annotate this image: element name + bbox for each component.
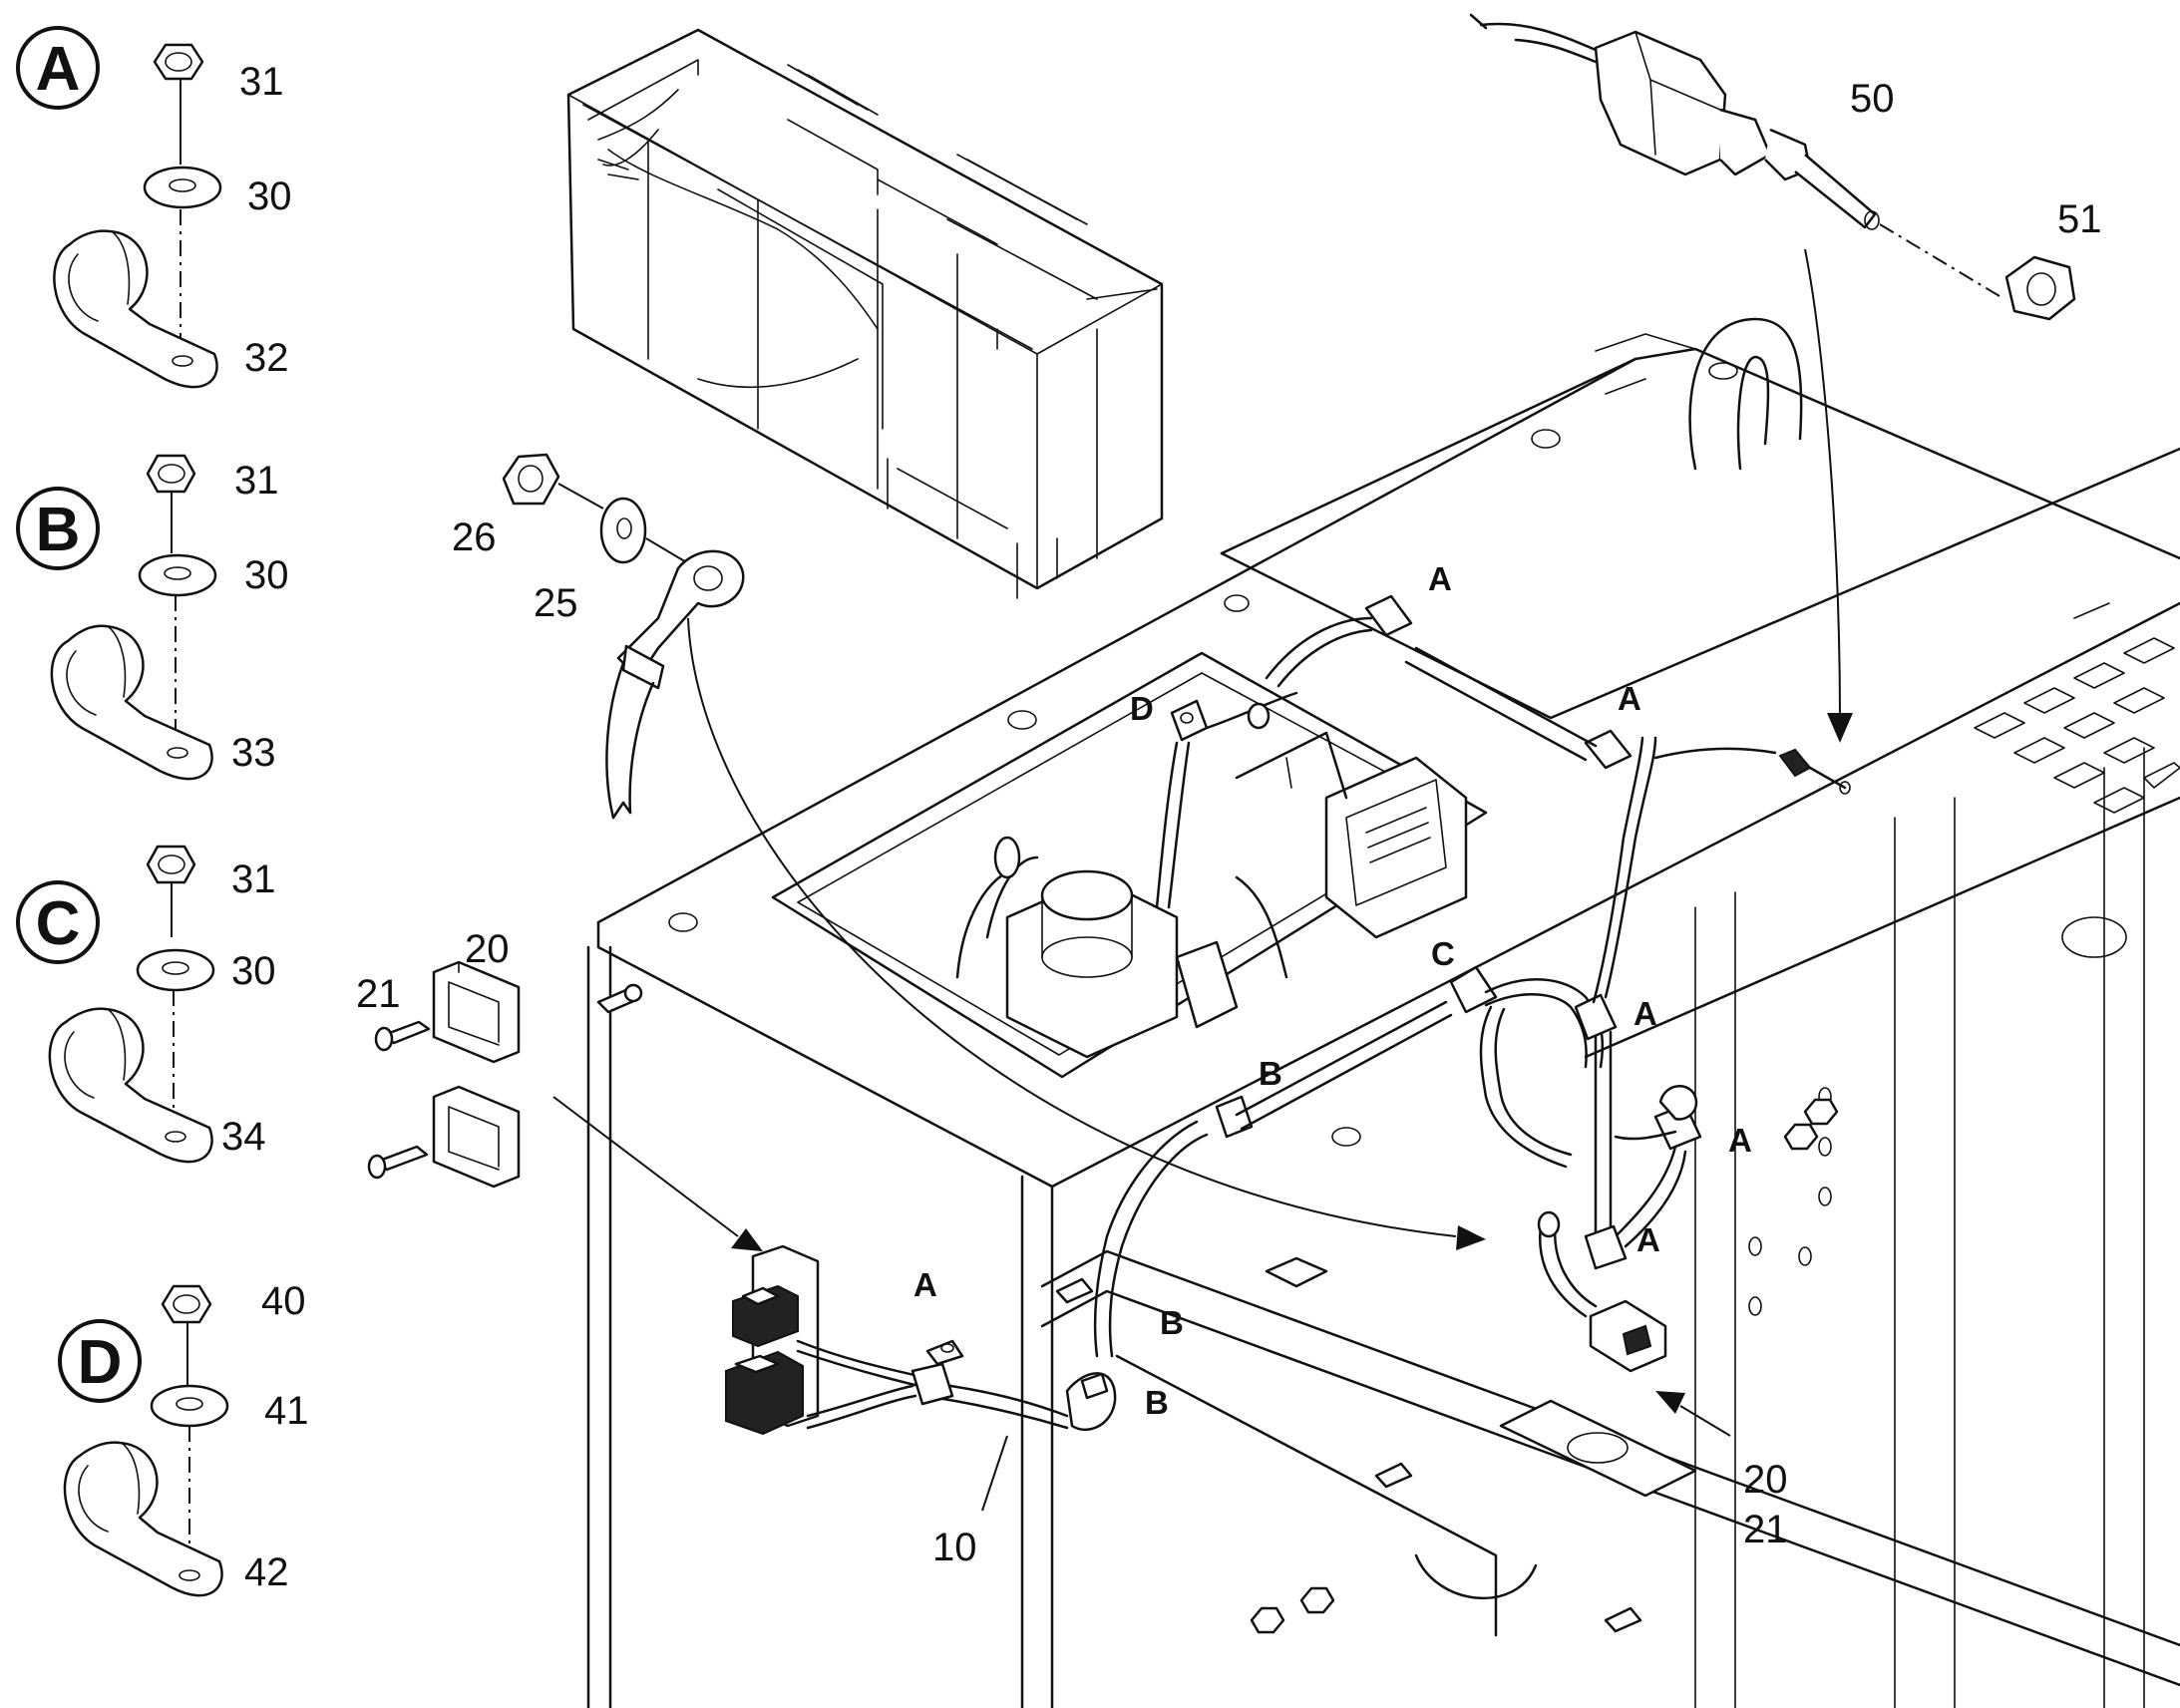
part-number-nut: 31 bbox=[239, 60, 284, 104]
part-number-clamp: 42 bbox=[244, 1550, 289, 1594]
flat-washer-icon bbox=[136, 948, 215, 992]
hex-nut-51-icon bbox=[2004, 255, 2076, 321]
washer-25-icon bbox=[599, 497, 647, 564]
clip-label-c: C bbox=[1431, 935, 1455, 972]
wiring-harness-10 bbox=[596, 594, 1851, 1634]
callout-10: 10 bbox=[932, 1526, 977, 1569]
part-number-nut: 40 bbox=[261, 1279, 306, 1323]
part-number-washer: 30 bbox=[231, 949, 276, 993]
clip-label-a: A bbox=[1618, 680, 1641, 717]
p-clamp-icon bbox=[48, 1007, 213, 1164]
callout-51: 51 bbox=[2057, 197, 2102, 241]
clip-label-b: B bbox=[1160, 1304, 1184, 1341]
hex-nut-icon bbox=[146, 845, 196, 884]
clip-label-b: B bbox=[1145, 1384, 1169, 1421]
detail-a-clamp-assembly: A 31 30 32 bbox=[16, 26, 292, 389]
detail-d-badge: D bbox=[78, 1328, 123, 1397]
flat-washer-icon bbox=[138, 553, 217, 597]
hex-nut-icon bbox=[153, 43, 204, 81]
ring-terminal-icon bbox=[616, 549, 745, 680]
detail-b-badge: B bbox=[36, 496, 81, 564]
callout-20: 20 bbox=[465, 927, 510, 971]
part-number-washer: 30 bbox=[247, 174, 292, 218]
detail-b-clamp-assembly: B 31 30 33 bbox=[16, 454, 289, 781]
bracket-icon bbox=[432, 960, 521, 1064]
callout-21-ref: 21 bbox=[1743, 1508, 1788, 1551]
flat-washer-icon bbox=[143, 166, 222, 209]
hex-nut-icon bbox=[146, 454, 196, 494]
clip-label-d: D bbox=[1130, 690, 1154, 727]
callout-20-ref: 20 bbox=[1743, 1458, 1788, 1502]
clip-label-a: A bbox=[1728, 1122, 1752, 1159]
clip-label-a: A bbox=[1634, 995, 1657, 1032]
part-number-nut: 31 bbox=[231, 857, 276, 901]
part-number-clamp: 32 bbox=[244, 336, 289, 380]
detail-d-clamp-assembly: D 40 41 42 bbox=[58, 1279, 309, 1597]
clip-label-b: B bbox=[1259, 1055, 1282, 1092]
clip-label-a: A bbox=[1636, 1221, 1660, 1258]
p-clamp-icon bbox=[63, 1441, 223, 1597]
bracket-icon bbox=[432, 1085, 521, 1189]
flat-washer-icon bbox=[150, 1384, 229, 1428]
callout-21: 21 bbox=[356, 972, 401, 1016]
callout-26: 26 bbox=[452, 515, 497, 559]
frame-overview-illustration bbox=[566, 28, 1164, 599]
detail-c-badge: C bbox=[36, 889, 81, 958]
callout-25: 25 bbox=[534, 581, 578, 625]
pressure-switch-assembly: 50 51 bbox=[1469, 13, 2102, 743]
detail-a-badge: A bbox=[36, 35, 81, 104]
part-number-clamp: 33 bbox=[231, 731, 276, 775]
valve-block-illustration bbox=[955, 731, 1468, 1059]
p-clamp-icon bbox=[53, 229, 218, 389]
hex-nut-icon bbox=[161, 1284, 212, 1324]
ground-terminal-assembly: 26 25 bbox=[452, 453, 1486, 1250]
cabinet-top-illustration bbox=[586, 317, 2180, 1708]
part-number-washer: 30 bbox=[244, 553, 289, 597]
hex-nut-26-icon bbox=[502, 453, 560, 506]
connector-bracket-assembly: 20 21 bbox=[356, 927, 763, 1251]
clip-label-a: A bbox=[913, 1266, 937, 1303]
part-number-nut: 31 bbox=[234, 459, 279, 503]
p-clamp-icon bbox=[50, 624, 213, 781]
part-number-washer: 41 bbox=[264, 1389, 309, 1433]
part-number-clamp: 34 bbox=[221, 1115, 266, 1159]
clip-label-a: A bbox=[1428, 560, 1452, 597]
callout-50: 50 bbox=[1850, 77, 1895, 121]
detail-c-clamp-assembly: C 31 30 34 bbox=[16, 845, 276, 1164]
